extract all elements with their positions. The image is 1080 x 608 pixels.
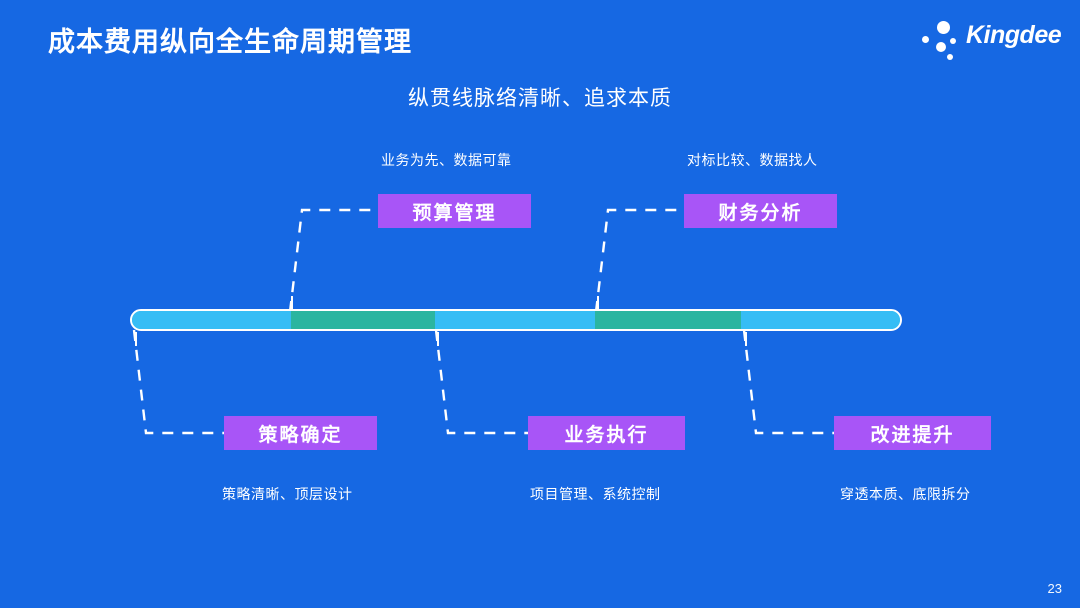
timeline-segment-2: [291, 311, 436, 329]
lifecycle-timeline-bar: [130, 309, 902, 331]
timeline-segment-4: [594, 311, 741, 329]
caption-finance: 对标比较、数据找人: [687, 152, 818, 168]
timeline-segment-1: [132, 311, 292, 329]
logo-dot-medium: [936, 42, 946, 52]
connector-execution: [434, 329, 528, 435]
slide-subtitle: 纵贯线脉络清晰、追求本质: [408, 87, 672, 110]
tick-down-3: [745, 332, 747, 346]
timeline-segment-5: [740, 311, 900, 329]
logo-dot-large: [937, 21, 950, 34]
connector-finance: [594, 208, 684, 313]
caption-execution: 项目管理、系统控制: [530, 486, 661, 502]
page-number: 23: [1047, 581, 1062, 596]
stage-box-execution[interactable]: 业务执行: [528, 416, 685, 450]
logo-wordmark: Kingdee: [966, 21, 1062, 49]
caption-improvement: 穿透本质、底限拆分: [840, 486, 971, 502]
page-title: 成本费用纵向全生命周期管理: [48, 27, 412, 57]
logo-dots-icon: [920, 18, 964, 62]
logo-dot-tiny-bottom: [947, 54, 953, 60]
timeline-segment-3: [435, 311, 595, 329]
kingdee-logo: Kingdee: [920, 16, 1062, 62]
connector-improvement: [742, 329, 834, 435]
stage-box-finance[interactable]: 财务分析: [684, 194, 837, 228]
tick-up-1: [291, 296, 293, 310]
stage-box-improvement[interactable]: 改进提升: [834, 416, 991, 450]
tick-down-1: [135, 332, 137, 346]
stage-box-strategy[interactable]: 策略确定: [224, 416, 377, 450]
logo-dot-tiny-right: [950, 38, 956, 44]
logo-dot-small-left: [922, 36, 929, 43]
caption-budget: 业务为先、数据可靠: [381, 152, 512, 168]
connector-budget: [288, 208, 378, 313]
stage-box-budget[interactable]: 预算管理: [378, 194, 531, 228]
tick-down-2: [437, 332, 439, 346]
connector-strategy: [132, 329, 224, 435]
caption-strategy: 策略清晰、顶层设计: [222, 486, 353, 502]
tick-up-2: [597, 296, 599, 310]
